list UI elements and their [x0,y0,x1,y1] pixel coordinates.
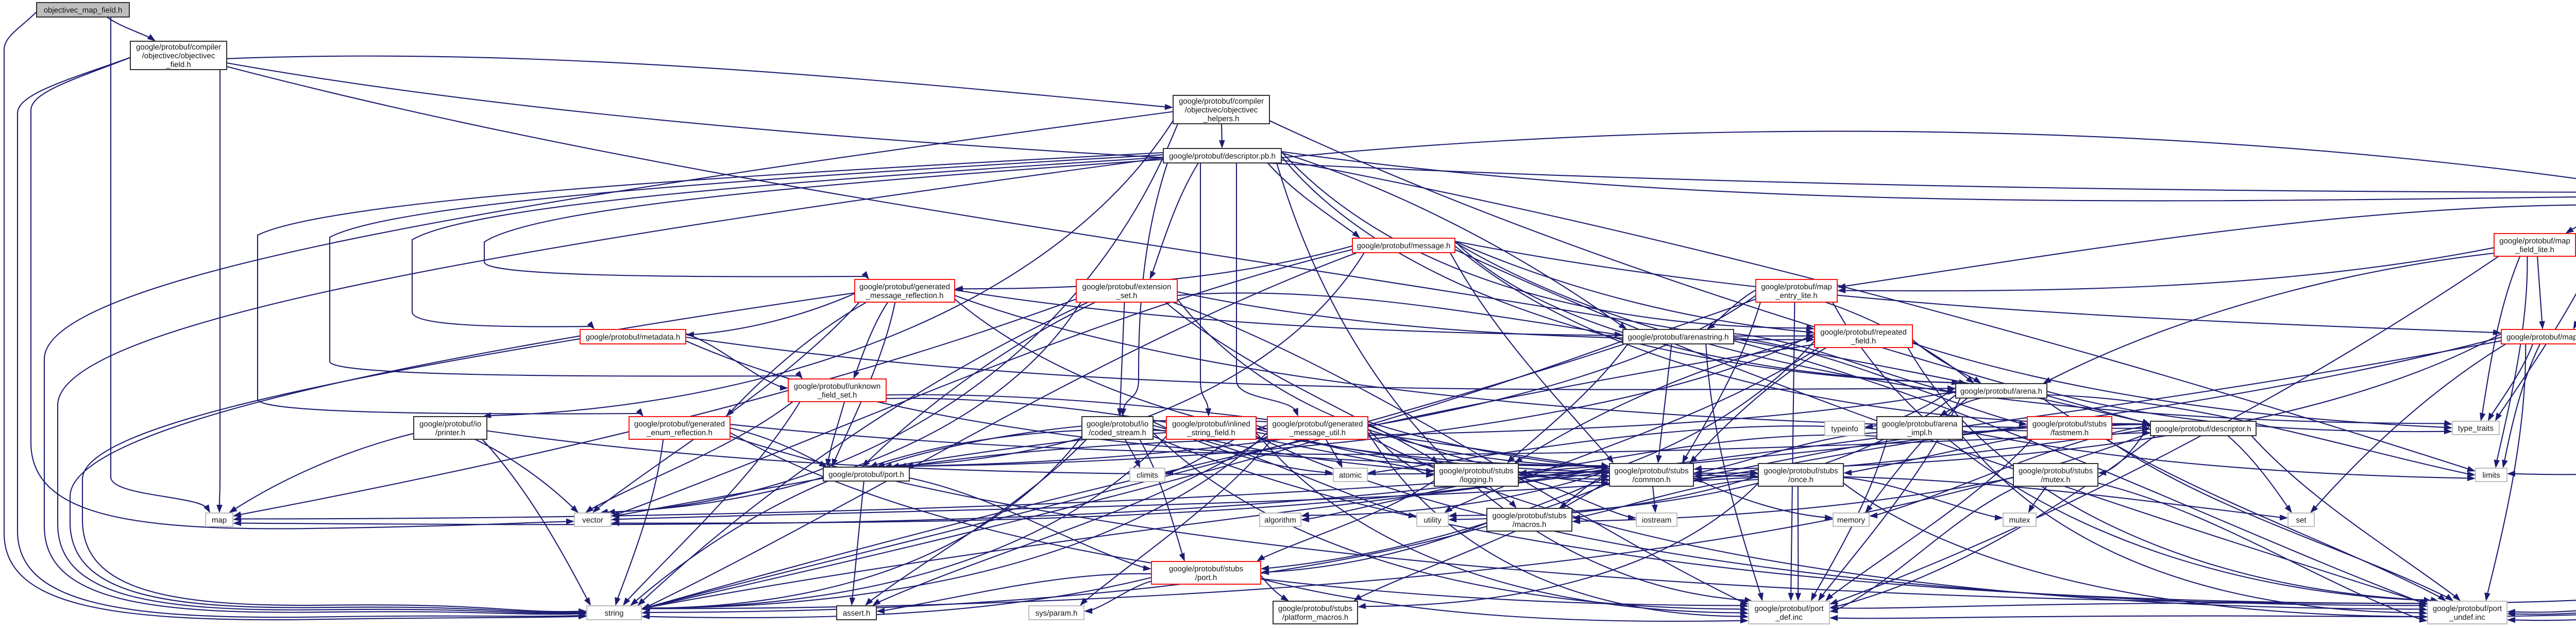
svg-text:google/protobuf/unknown: google/protobuf/unknown [794,382,880,391]
svg-text:sys/param.h: sys/param.h [1036,609,1078,618]
svg-text:_field.h: _field.h [1851,337,1876,345]
svg-text:google/protobuf/stubs: google/protobuf/stubs [1278,604,1352,613]
svg-text:google/protobuf/generated: google/protobuf/generated [859,283,950,291]
svg-text:google/protobuf/stubs: google/protobuf/stubs [2032,420,2107,428]
svg-text:_message_reflection.h: _message_reflection.h [866,291,944,300]
svg-text:algorithm: algorithm [1264,516,1296,525]
svg-text:google/protobuf/port.h: google/protobuf/port.h [828,470,904,479]
svg-text:google/protobuf/io: google/protobuf/io [1087,420,1148,428]
svg-text:assert.h: assert.h [843,609,870,618]
svg-text:objectivec_map_field.h: objectivec_map_field.h [44,6,123,15]
svg-text:_def.inc: _def.inc [1775,613,1803,622]
svg-text:google/protobuf/compiler: google/protobuf/compiler [136,43,221,52]
svg-text:atomic: atomic [1339,471,1362,480]
svg-text:_message_util.h: _message_util.h [1289,428,1346,437]
svg-text:_enum_reflection.h: _enum_reflection.h [646,428,713,437]
svg-text:google/protobuf/arena.h: google/protobuf/arena.h [1960,387,2042,396]
svg-text:google/protobuf/arenastring.h: google/protobuf/arenastring.h [1628,333,1729,342]
svg-text:/logging.h: /logging.h [1460,475,1493,484]
svg-text:_set.h: _set.h [1116,291,1138,300]
svg-text:/port.h: /port.h [1195,573,1217,582]
svg-text:_field.h: _field.h [165,60,191,69]
svg-text:google/protobuf/compiler: google/protobuf/compiler [1179,97,1264,106]
svg-text:climits: climits [1137,471,1158,480]
svg-text:google/protobuf/stubs: google/protobuf/stubs [1764,467,1838,475]
svg-text:_undef.inc: _undef.inc [2449,613,2485,622]
svg-text:/macros.h: /macros.h [1513,520,1547,529]
svg-text:google/protobuf/repeated: google/protobuf/repeated [1820,328,1907,337]
svg-text:/objectivec/objectivec: /objectivec/objectivec [142,52,215,60]
svg-text:google/protobuf/io: google/protobuf/io [419,420,481,428]
svg-text:typeinfo: typeinfo [1831,425,1858,434]
svg-text:/mutex.h: /mutex.h [2041,475,2071,484]
svg-text:vector: vector [582,516,603,525]
svg-text:google/protobuf/port: google/protobuf/port [1754,604,1824,613]
svg-text:/fastmem.h: /fastmem.h [2050,428,2089,437]
svg-text:/objectivec/objectivec: /objectivec/objectivec [1185,106,1258,114]
svg-text:_entry_lite.h: _entry_lite.h [1775,291,1818,300]
svg-text:iostream: iostream [1642,516,1672,525]
svg-text:/printer.h: /printer.h [435,428,465,437]
svg-text:google/protobuf/port: google/protobuf/port [2433,604,2502,613]
svg-text:google/protobuf/descriptor.pb.: google/protobuf/descriptor.pb.h [1169,152,1276,161]
svg-text:/platform_macros.h: /platform_macros.h [1282,613,1348,622]
svg-text:string: string [605,609,624,618]
svg-text:limits: limits [2482,471,2500,480]
svg-text:_impl.h: _impl.h [1907,428,1932,437]
svg-text:_helpers.h: _helpers.h [1202,114,1239,123]
svg-text:utility: utility [1423,516,1442,525]
svg-text:type_traits: type_traits [2458,424,2494,433]
svg-text:google/protobuf/stubs: google/protobuf/stubs [1169,565,1243,573]
svg-text:google/protobuf/arena: google/protobuf/arena [1882,420,1958,428]
svg-text:google/protobuf/metadata.h: google/protobuf/metadata.h [586,333,680,342]
svg-text:google/protobuf/generated: google/protobuf/generated [634,420,725,428]
svg-text:_string_field.h: _string_field.h [1187,428,1235,437]
svg-text:/common.h: /common.h [1632,475,1670,484]
svg-text:_field_set.h: _field_set.h [817,391,857,400]
svg-text:/coded_stream.h: /coded_stream.h [1089,428,1146,437]
svg-text:google/protobuf/map: google/protobuf/map [2499,237,2570,245]
svg-text:google/protobuf/stubs: google/protobuf/stubs [1492,511,1566,520]
svg-text:set: set [2296,516,2307,525]
svg-text:_field_lite.h: _field_lite.h [2515,245,2554,254]
svg-text:map: map [212,516,227,525]
svg-text:google/protobuf/stubs: google/protobuf/stubs [2019,467,2093,475]
svg-text:google/protobuf/stubs: google/protobuf/stubs [1614,467,1688,475]
svg-text:google/protobuf/inlined: google/protobuf/inlined [1172,420,1250,428]
svg-text:mutex: mutex [2009,516,2030,525]
svg-text:google/protobuf/message.h: google/protobuf/message.h [1357,242,1451,251]
svg-text:memory: memory [1837,516,1866,525]
svg-text:google/protobuf/map.h: google/protobuf/map.h [2506,333,2576,342]
svg-text:/once.h: /once.h [1788,475,1814,484]
svg-text:google/protobuf/map: google/protobuf/map [1761,283,1832,291]
svg-text:google/protobuf/generated: google/protobuf/generated [1273,420,1363,428]
svg-text:google/protobuf/extension: google/protobuf/extension [1082,283,1172,291]
svg-text:google/protobuf/descriptor.h: google/protobuf/descriptor.h [2156,425,2251,434]
svg-text:google/protobuf/stubs: google/protobuf/stubs [1439,467,1513,475]
